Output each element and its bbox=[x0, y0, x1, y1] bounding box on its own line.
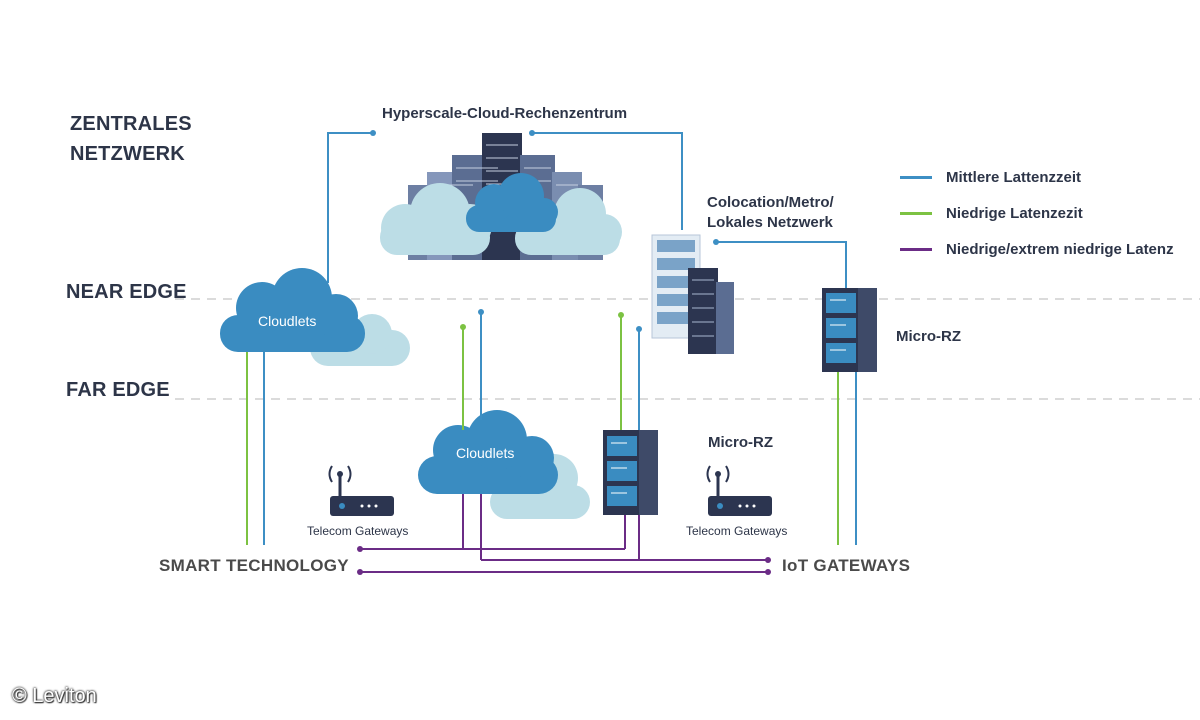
micro-rz-near-icon bbox=[822, 288, 877, 372]
telecom-gateway-left-label: Telecom Gateways bbox=[307, 524, 409, 538]
micro-rz-far-icon bbox=[603, 430, 658, 515]
legend-label-medium: Mittlere Lattenzzeit bbox=[946, 169, 1082, 186]
cloudlets-near-icon bbox=[220, 268, 410, 366]
hyperscale-label: Hyperscale-Cloud-Rechenzentrum bbox=[382, 105, 628, 122]
iot-gateways-label: IoT GATEWAYS bbox=[782, 556, 911, 575]
purple-latency-links bbox=[360, 494, 768, 573]
colocation-server-icon bbox=[651, 234, 734, 354]
cloudlets-near-label: Cloudlets bbox=[258, 313, 317, 329]
legend-label-ultra-low: Niedrige/extrem niedrige Latenz bbox=[946, 241, 1174, 258]
legend-swatch-blue bbox=[900, 176, 932, 179]
smart-technology-label: SMART TECHNOLOGY bbox=[159, 556, 349, 575]
legend-swatch-purple bbox=[900, 248, 932, 251]
zone-central-label-line2: NETZWERK bbox=[70, 143, 185, 165]
hyperscale-link-left bbox=[327, 132, 373, 283]
legend-swatch-green bbox=[900, 212, 932, 215]
legend-item-low-latency: Niedrige Latenzezit bbox=[900, 205, 1083, 222]
zone-far-edge-label: FAR EDGE bbox=[66, 379, 170, 401]
hyperscale-link-right bbox=[532, 132, 683, 230]
telecom-gateway-left-icon bbox=[328, 465, 394, 516]
cloudlets-far-icon bbox=[418, 410, 590, 519]
zone-central-label-line1: ZENTRALES bbox=[70, 113, 192, 135]
copyright-label: © Leviton bbox=[12, 685, 97, 707]
micro-rz-near-label: Micro-RZ bbox=[896, 328, 961, 345]
colocation-label-line1: Colocation/Metro/ bbox=[707, 194, 834, 211]
legend-item-ultra-low-latency: Niedrige/extrem niedrige Latenz bbox=[900, 241, 1174, 258]
legend-label-low: Niedrige Latenzezit bbox=[946, 205, 1083, 222]
telecom-gateway-right-label: Telecom Gateways bbox=[686, 524, 788, 538]
zone-near-edge-label: NEAR EDGE bbox=[66, 281, 187, 303]
cloudlets-far-label: Cloudlets bbox=[456, 445, 515, 461]
legend-item-medium-latency: Mittlere Lattenzzeit bbox=[900, 169, 1081, 186]
micro-rz-far-label: Micro-RZ bbox=[708, 434, 773, 451]
colocation-label-line2: Lokales Netzwerk bbox=[707, 214, 833, 231]
colocation-link bbox=[716, 241, 847, 288]
telecom-gateway-right-icon bbox=[706, 465, 772, 516]
hyperscale-datacenter-icon bbox=[380, 133, 622, 260]
